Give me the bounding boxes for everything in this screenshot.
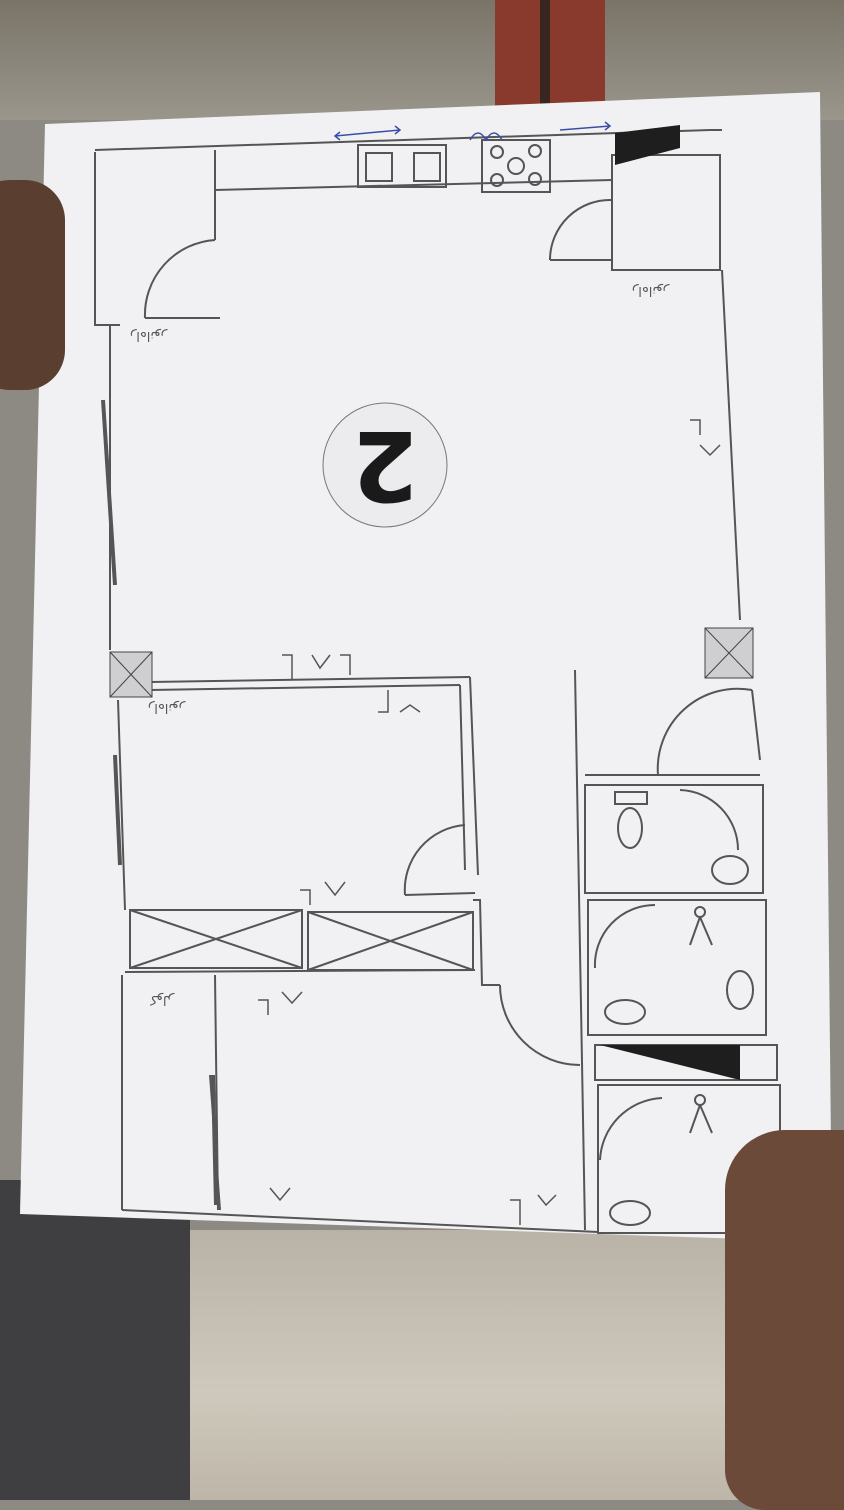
top-right-room xyxy=(611,154,721,271)
shower-icon xyxy=(689,1094,713,1134)
kitchen-sink xyxy=(357,144,447,188)
bathroom-1 xyxy=(584,784,764,894)
unit-number: 2 xyxy=(351,409,419,521)
hand-left xyxy=(0,180,65,390)
bathroom-2 xyxy=(587,899,767,1036)
outer-wall xyxy=(94,152,120,326)
background-fabric xyxy=(0,1180,190,1500)
window-left xyxy=(101,399,117,586)
electrical-outlet-icon xyxy=(258,419,721,1225)
door-swing-top-left xyxy=(143,239,216,319)
stove xyxy=(481,139,551,193)
top-wall xyxy=(94,129,711,151)
right-wall-lower xyxy=(751,689,761,761)
toilet-icon xyxy=(617,807,643,849)
door-swing-bath-3 xyxy=(599,1097,663,1161)
window-bottom-left xyxy=(211,1074,218,1206)
door-swing-bath-1 xyxy=(679,789,739,851)
hand-right xyxy=(725,1130,844,1510)
unit-number-badge xyxy=(322,402,448,528)
door-swing-top-right xyxy=(549,198,613,261)
window-left-lower xyxy=(113,754,122,866)
door-swing-entrance xyxy=(656,687,753,776)
background-frame-edge xyxy=(540,0,550,115)
shower-icon xyxy=(689,906,713,946)
left-wall-lower xyxy=(117,699,126,911)
toilet-icon xyxy=(726,970,754,1010)
door-swing-bath-2 xyxy=(593,903,656,969)
shaft-middle xyxy=(600,1045,740,1080)
room-label-top-right: راه‌انور xyxy=(632,283,669,298)
wardrobe-left xyxy=(129,909,303,969)
sink-icon xyxy=(711,855,749,885)
room-label-small: کولر xyxy=(150,992,175,1007)
door-swing-bedroom xyxy=(403,824,466,896)
sink-icon xyxy=(609,1200,651,1226)
shaft-top-right xyxy=(615,125,680,165)
sink-icon xyxy=(604,999,646,1025)
door-swing-bottom xyxy=(499,984,581,1066)
background-red-frame xyxy=(495,0,605,115)
room-label-mid-left: راه‌انور xyxy=(148,700,185,715)
right-wall xyxy=(721,269,741,621)
room-label-top-left: راه‌انور xyxy=(130,328,167,343)
bottom-wall xyxy=(121,1209,599,1233)
